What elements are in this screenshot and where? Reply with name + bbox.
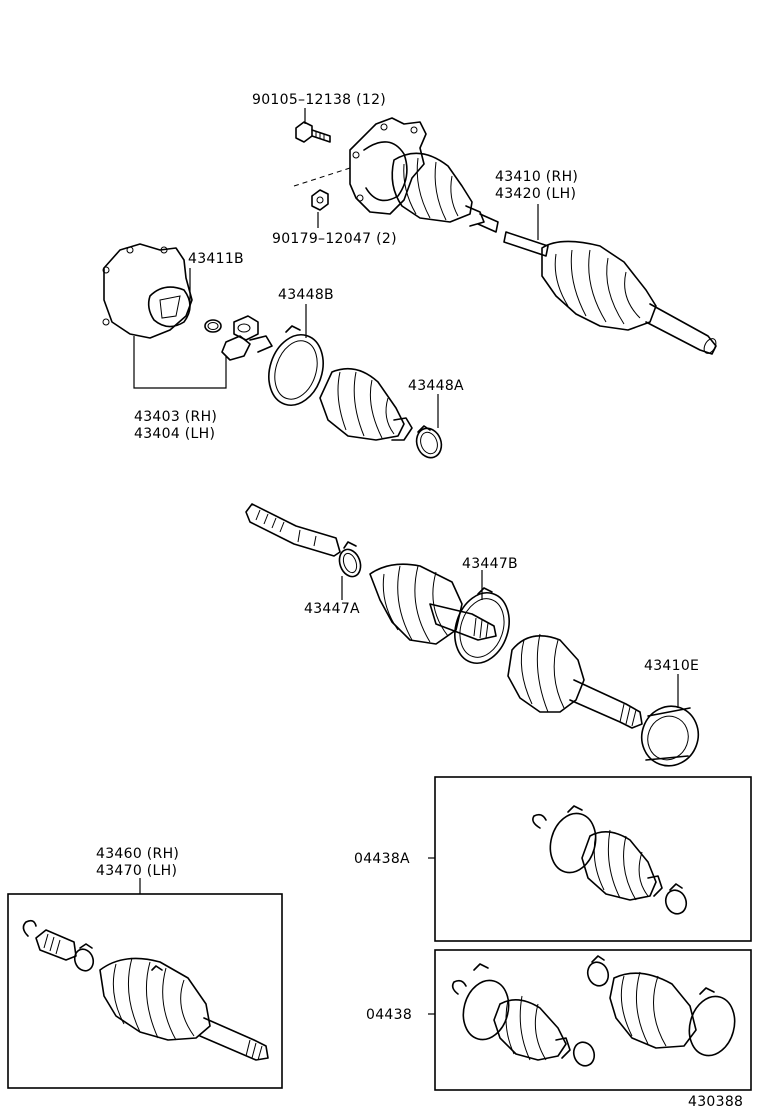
bolt-axis-dash — [293, 167, 351, 187]
label-outboard-lh: 43470 (LH) — [96, 863, 177, 879]
middle-stub-shaft — [569, 679, 643, 729]
box1-clamp — [73, 943, 95, 972]
kit-left-large-clamp — [462, 963, 510, 1041]
middle-inner-boot — [369, 563, 463, 645]
bolt-part — [295, 121, 331, 143]
label-04438a: 04438A — [354, 851, 410, 867]
box1-snap-ring — [22, 919, 37, 937]
label-outboard-rh: 43460 (RH) — [96, 846, 179, 862]
label-inboard-rh: 43403 (RH) — [134, 409, 217, 425]
outboard-assembly-box — [7, 893, 283, 1089]
middle-inner-shaft — [429, 603, 497, 641]
figure-number: 430388 — [688, 1094, 743, 1110]
upper-shaft-bar — [477, 213, 549, 257]
upper-inner-boot — [391, 152, 485, 227]
boot-kit-a-box — [434, 776, 752, 942]
upper-stub-shaft — [645, 303, 717, 355]
clamp-43447b — [454, 587, 510, 664]
clamp-43447a — [338, 541, 362, 578]
kit-a-boot — [581, 829, 663, 901]
kit-right-boot — [609, 971, 697, 1049]
outboard-joint-43410e — [640, 705, 700, 767]
middle-boot — [319, 367, 413, 441]
label-43448b: 43448B — [278, 287, 334, 303]
kit-left-small-clamp — [572, 1041, 596, 1067]
clamp-43448b — [268, 325, 324, 406]
label-shaft-lh: 43420 (LH) — [495, 186, 576, 202]
label-43411b: 43411B — [188, 251, 244, 267]
nut-part — [311, 189, 329, 211]
label-43447a: 43447A — [304, 601, 360, 617]
kit-a-snap-ring — [532, 813, 547, 829]
flange-part — [349, 117, 427, 215]
clamp-43448a — [415, 425, 443, 459]
kit-right-small-clamp — [586, 955, 610, 987]
middle-spline-shaft — [245, 503, 341, 557]
label-04438: 04438 — [366, 1007, 412, 1023]
kit-left-boot — [493, 995, 571, 1061]
label-shaft-rh: 43410 (RH) — [495, 169, 578, 185]
label-43448a: 43448A — [408, 378, 464, 394]
snap-ring-1 — [204, 319, 222, 333]
inboard-bracket — [133, 336, 227, 389]
label-nut: 90179–12047 (2) — [272, 231, 397, 247]
inboard-housing — [102, 243, 193, 339]
kit-a-large-clamp — [549, 805, 597, 874]
label-43410e: 43410E — [644, 658, 699, 674]
middle-outer-boot — [507, 633, 585, 713]
label-bolt: 90105–12138 (12) — [252, 92, 386, 108]
kit-snap-ring — [451, 979, 467, 995]
tripod-joint — [221, 315, 273, 361]
upper-outer-boot — [541, 240, 657, 331]
label-inboard-lh: 43404 (LH) — [134, 426, 215, 442]
kit-right-large-clamp — [688, 987, 736, 1057]
boot-kit-box — [434, 949, 752, 1091]
box1-spline-shaft — [35, 929, 77, 961]
kit-a-small-clamp — [664, 883, 688, 915]
box1-boot-assembly — [99, 957, 269, 1061]
label-43447b: 43447B — [462, 556, 518, 572]
